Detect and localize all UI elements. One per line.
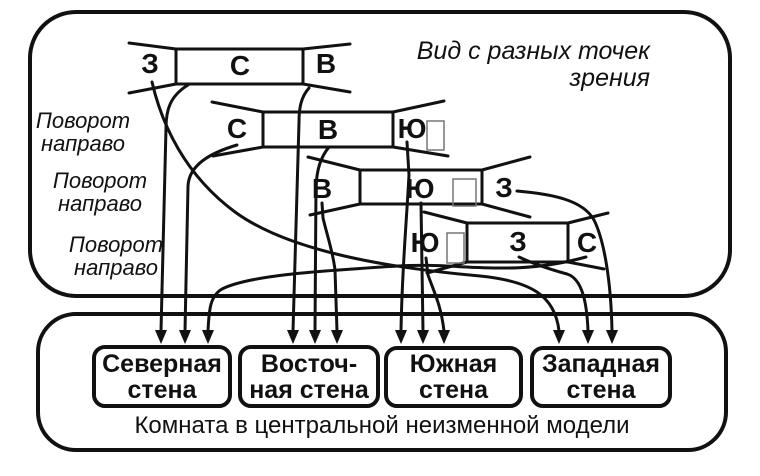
door-rect xyxy=(452,178,477,207)
wall-letter: Ю xyxy=(405,173,435,204)
wall-letter: Ю xyxy=(410,227,440,258)
wall-letter: З xyxy=(495,172,513,203)
mapping-curves xyxy=(150,80,614,333)
title-line1: Вид с разных точек xyxy=(416,37,650,65)
views-panel xyxy=(28,10,732,298)
wall-letter: З xyxy=(141,48,159,79)
wall-box-south: Южная стена xyxy=(384,346,523,408)
wall-letter: С xyxy=(229,50,251,81)
wall-letter: С xyxy=(226,113,248,144)
diagram-title: Вид с разных точек зрения xyxy=(417,38,650,92)
rotation-label-2: Поворот направо xyxy=(52,168,148,216)
model-caption: Комната в центральной неизменной модели xyxy=(134,412,630,439)
wall-letter: В xyxy=(315,48,337,79)
wall-box-west: Западная стена xyxy=(530,346,672,408)
wall-letter: З xyxy=(509,226,527,257)
wall-letter: Ю xyxy=(397,113,427,144)
rotation-label-1: Поворот направо xyxy=(35,108,131,156)
model-panel xyxy=(36,312,728,452)
title-line2: зрения xyxy=(569,64,650,92)
rotation-label-3: Поворот направо xyxy=(68,232,164,280)
view-row-2 xyxy=(210,99,450,158)
wall-box-east: Восточ- ная стена xyxy=(238,345,380,408)
wall-letter: В xyxy=(311,173,333,204)
door-rect xyxy=(446,232,465,264)
wall-letter: В xyxy=(317,114,339,145)
wall-letter: С xyxy=(576,227,598,258)
wall-box-north: Северная стена xyxy=(92,345,232,408)
arrow-down-icons xyxy=(155,330,618,344)
door-rect xyxy=(426,120,445,151)
